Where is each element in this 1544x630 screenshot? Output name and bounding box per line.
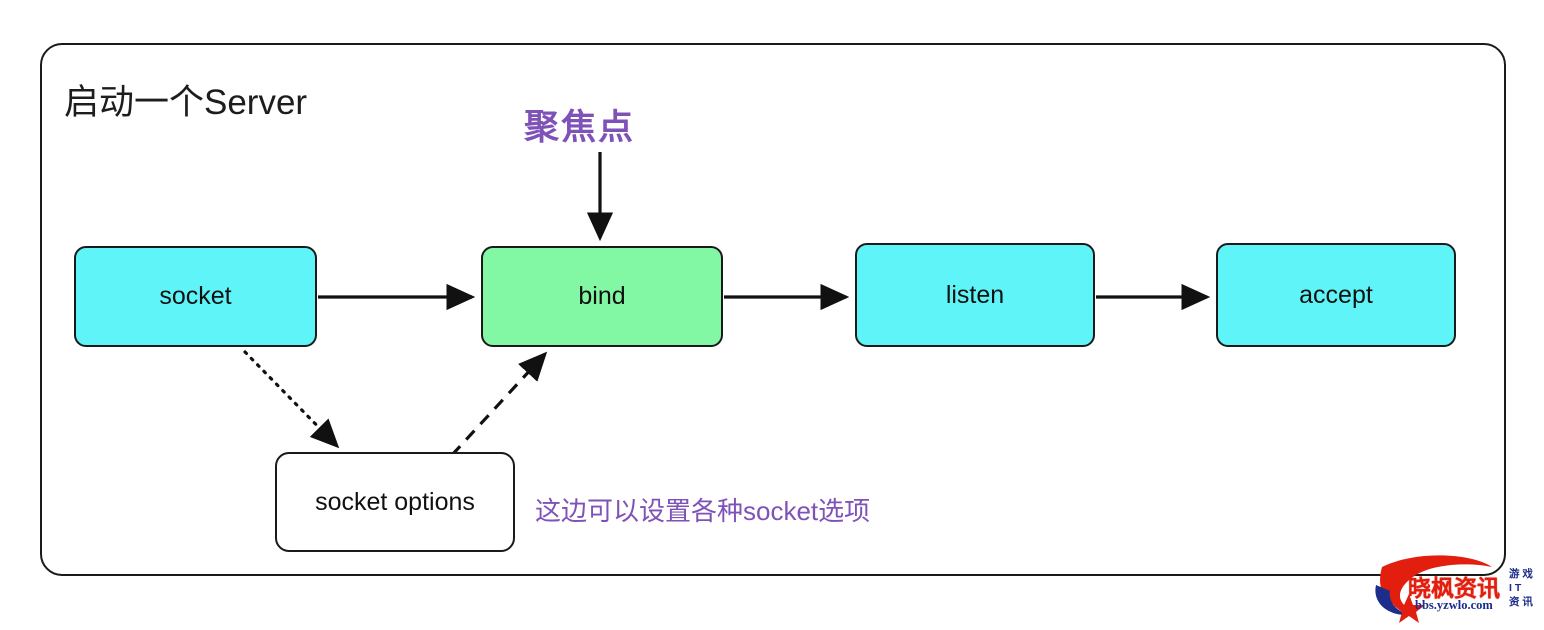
node-listen[interactable]: listen: [855, 243, 1095, 347]
node-socket-options-label: socket options: [315, 487, 475, 516]
watermark-logo-icon: [1375, 555, 1492, 623]
node-socket[interactable]: socket: [74, 246, 317, 347]
node-bind-label: bind: [578, 282, 626, 310]
node-listen-label: listen: [945, 280, 1005, 309]
node-bind[interactable]: bind: [481, 246, 723, 347]
watermark-tag: 资 讯: [1509, 596, 1533, 608]
node-socket-options[interactable]: socket options: [275, 452, 515, 552]
node-accept-label: accept: [1299, 280, 1373, 309]
node-accept[interactable]: accept: [1216, 243, 1456, 347]
watermark-tag: 游 戏: [1509, 568, 1533, 580]
node-socket-label: socket: [159, 282, 232, 310]
watermark-brand: 晓枫资讯: [1408, 575, 1500, 601]
annotation-socket-options-note: 这边可以设置各种socket选项: [535, 496, 871, 526]
watermark-tag: I T: [1509, 582, 1522, 594]
annotation-focus-point: 聚焦点: [524, 108, 636, 147]
watermark: 晓枫资讯 bbs.yzwlo.com 游 戏 I T 资 讯: [1368, 551, 1544, 630]
diagram-frame: [40, 43, 1506, 576]
diagram-title: 启动一个Server: [64, 83, 308, 122]
watermark-url: bbs.yzwlo.com: [1415, 598, 1493, 612]
